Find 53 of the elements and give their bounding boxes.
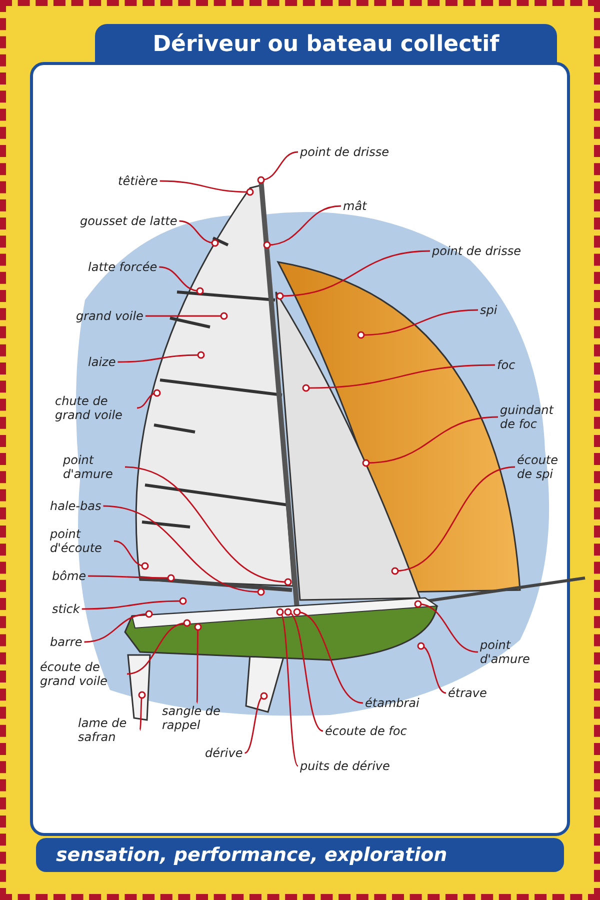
leader-line bbox=[244, 692, 268, 754]
leader-line bbox=[263, 205, 342, 249]
part-label: sangle de rappel bbox=[162, 704, 232, 732]
leader-line bbox=[276, 250, 430, 300]
part-label: puits de dérive bbox=[300, 759, 390, 773]
part-label: point de drisse bbox=[300, 145, 390, 159]
part-label: hale-bas bbox=[50, 499, 102, 513]
part-label: guindant de foc bbox=[500, 403, 565, 431]
leader-line bbox=[124, 466, 292, 586]
part-label: spi bbox=[480, 303, 498, 317]
leader-line bbox=[414, 600, 478, 653]
part-label: dérive bbox=[205, 746, 243, 760]
part-label: écoute de foc bbox=[325, 724, 407, 738]
part-label: point d'amure bbox=[480, 638, 540, 666]
part-label: point d'écoute bbox=[50, 527, 112, 555]
part-label: mât bbox=[343, 199, 367, 213]
leader-line bbox=[257, 151, 298, 184]
leader-line bbox=[293, 608, 364, 704]
part-label: écoute de grand voile bbox=[40, 660, 125, 688]
part-label: point d'amure bbox=[63, 453, 123, 481]
tagline: sensation, performance, exploration bbox=[56, 844, 448, 866]
leader-line bbox=[276, 608, 299, 766]
part-label: point de drisse bbox=[432, 244, 522, 258]
part-label: étambrai bbox=[365, 696, 420, 710]
part-label: stick bbox=[52, 602, 80, 616]
part-label: foc bbox=[497, 358, 516, 372]
part-label: laize bbox=[88, 355, 116, 369]
leader-line bbox=[126, 619, 191, 675]
leader-line bbox=[138, 691, 146, 730]
part-label: gousset de latte bbox=[80, 214, 178, 228]
leader-line bbox=[88, 574, 175, 582]
part-label: grand voile bbox=[76, 309, 144, 323]
leader-line bbox=[284, 608, 324, 732]
part-label: têtière bbox=[118, 174, 158, 188]
part-label: barre bbox=[50, 635, 82, 649]
leader-line bbox=[114, 540, 149, 570]
part-label: lame de safran bbox=[78, 716, 138, 744]
leader-line bbox=[194, 623, 202, 704]
part-label: chute de grand voile bbox=[55, 394, 135, 422]
part-label: latte forcée bbox=[88, 260, 158, 274]
leader-line bbox=[159, 266, 204, 295]
title: Dériveur ou bateau collectif bbox=[152, 32, 500, 56]
leader-line bbox=[136, 389, 161, 409]
leader-line bbox=[362, 416, 498, 467]
part-label: bôme bbox=[52, 569, 86, 583]
part-label: écoute de spi bbox=[517, 453, 572, 481]
part-label: étrave bbox=[448, 686, 487, 700]
leader-line bbox=[160, 180, 254, 196]
leader-line bbox=[118, 351, 205, 363]
leader-line bbox=[302, 364, 496, 392]
leader-line bbox=[145, 312, 228, 320]
leader-line bbox=[357, 309, 478, 339]
leader-line bbox=[103, 505, 265, 596]
